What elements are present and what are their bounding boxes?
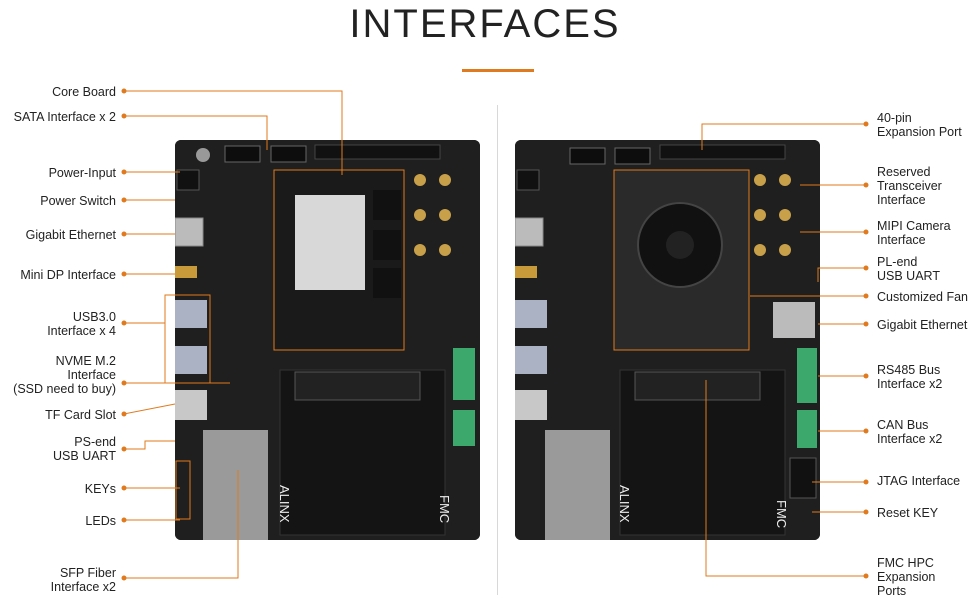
- label-power-switch: Power Switch: [40, 194, 116, 208]
- leader-dot: [121, 320, 127, 326]
- leader-line: [701, 123, 866, 150]
- highlight-box: [175, 460, 191, 520]
- label-sata: SATA Interface x 2: [13, 110, 116, 124]
- board-top-view: ALINX FMC: [174, 140, 480, 540]
- leader-dot: [121, 411, 127, 417]
- leader-line: [124, 90, 343, 175]
- leader-dot: [121, 231, 127, 237]
- board-bottom-view: ALINX FMC: [514, 140, 820, 540]
- leader-dot: [863, 182, 869, 188]
- leader-line: [817, 267, 866, 282]
- leader-dot: [121, 271, 127, 277]
- leader-dot: [863, 428, 869, 434]
- label-power-input: Power-Input: [48, 166, 116, 180]
- highlight-box: [164, 294, 211, 384]
- label-mini-dp: Mini DP Interface: [20, 268, 116, 282]
- leader-line: [123, 403, 176, 415]
- leader-dot: [863, 509, 869, 515]
- leader-dot: [863, 373, 869, 379]
- leader-dot: [121, 485, 127, 491]
- board-top-illustration: ALINX FMC: [174, 140, 480, 540]
- label-gigabit-ethernet-right: Gigabit Ethernet: [877, 318, 968, 332]
- board-brand-text-2: ALINX: [617, 485, 632, 523]
- label-leds: LEDs: [85, 514, 116, 528]
- leader-line: [705, 380, 866, 577]
- leader-dot: [121, 517, 127, 523]
- label-reset: Reset KEY: [877, 506, 939, 520]
- board-fmc-text: FMC: [437, 495, 452, 523]
- leader-line: [124, 115, 268, 150]
- leader-dot: [121, 380, 127, 386]
- leader-dot: [863, 321, 869, 327]
- leader-dot: [121, 575, 127, 581]
- label-fan: Customized Fan: [877, 290, 969, 304]
- board-fmc-text-2: FMC: [774, 500, 789, 528]
- leader-dot: [121, 169, 127, 175]
- label-gigabit-ethernet-left: Gigabit Ethernet: [25, 228, 116, 242]
- leader-dot: [863, 121, 869, 127]
- board-brand-text: ALINX: [277, 485, 292, 523]
- leader-dot: [863, 573, 869, 579]
- leader-dot: [863, 229, 869, 235]
- leader-dot: [863, 293, 869, 299]
- leader-dot: [863, 479, 869, 485]
- leader-dot: [121, 88, 127, 94]
- label-tf-card: TF Card Slot: [45, 408, 116, 422]
- leader-line: [124, 440, 175, 450]
- leader-dot: [121, 446, 127, 452]
- leader-line: [124, 470, 239, 579]
- leader-dot: [121, 113, 127, 119]
- page-title: INTERFACES: [349, 2, 621, 46]
- label-core-board: Core Board: [52, 85, 116, 99]
- leader-dot: [121, 197, 127, 203]
- label-jtag: JTAG Interface: [877, 474, 961, 488]
- title-underline: [462, 69, 534, 72]
- center-divider: [497, 105, 498, 595]
- leader-dot: [863, 265, 869, 271]
- board-bottom-illustration: ALINX FMC: [514, 140, 820, 540]
- label-keys: KEYs: [84, 482, 116, 496]
